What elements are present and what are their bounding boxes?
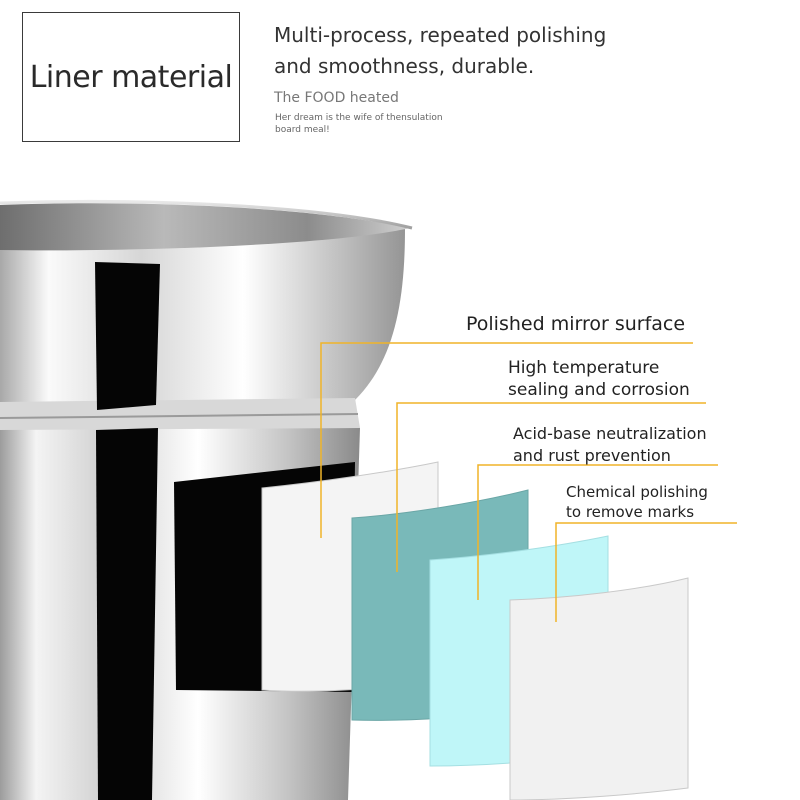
caption: Her dream is the wife of thensulation bo… [275,113,443,135]
layer-label-2: High temperature sealing and corrosion [508,358,690,400]
headline: Multi-process, repeated polishing and sm… [274,20,654,82]
page-title: Liner material [29,59,233,95]
leader-lines [320,342,737,622]
layer-gray [509,577,689,800]
layer-label-1: Polished mirror surface [466,313,686,335]
pot-rim [0,203,410,251]
headline-line-1: Multi-process, repeated polishing [274,23,607,47]
headline-line-2: and smoothness, durable. [274,54,535,78]
layer-label-4: Chemical polishing to remove marks [566,483,708,521]
subtitle: The FOOD heated [274,90,399,106]
layer-label-3: Acid-base neutralization and rust preven… [513,424,707,465]
reflection-stripe [95,262,160,410]
title-box: Liner material [22,12,240,142]
